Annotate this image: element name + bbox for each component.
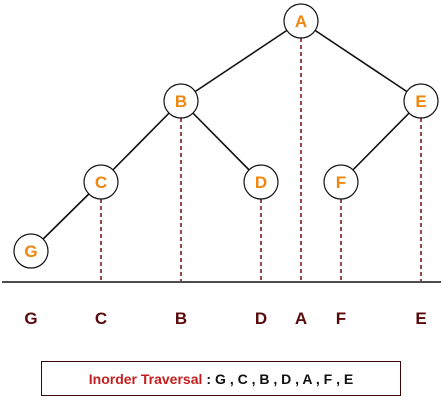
order-label-d: D xyxy=(255,309,267,328)
node-label: F xyxy=(336,173,346,192)
order-label-e: E xyxy=(415,309,426,328)
node-e: E xyxy=(403,83,439,119)
order-label-g: G xyxy=(24,309,37,328)
edge-b-d xyxy=(180,100,262,183)
traversal-caption: Inorder Traversal : G , C , B , D , A , … xyxy=(41,361,401,396)
node-circle xyxy=(243,164,279,200)
projection-lines xyxy=(100,38,422,281)
node-circle xyxy=(83,164,119,200)
node-a: A xyxy=(283,3,319,39)
node-c: C xyxy=(83,164,119,200)
node-label: A xyxy=(295,12,307,31)
node-d: D xyxy=(243,164,279,200)
node-circle xyxy=(163,83,199,119)
node-circle xyxy=(13,233,49,269)
node-label: D xyxy=(255,173,267,192)
node-label: B xyxy=(175,92,187,111)
order-label-c: C xyxy=(95,309,107,328)
edge-e-f xyxy=(340,100,422,183)
node-f: F xyxy=(323,164,359,200)
order-label-a: A xyxy=(295,309,307,328)
order-label-f: F xyxy=(336,309,346,328)
node-circle xyxy=(323,164,359,200)
node-b: B xyxy=(163,83,199,119)
tree-edges xyxy=(30,20,422,252)
edge-b-c xyxy=(100,100,182,183)
node-label: E xyxy=(415,92,426,111)
node-circle xyxy=(283,3,319,39)
order-label-b: B xyxy=(175,309,187,328)
edge-a-e xyxy=(300,20,422,102)
node-g: G xyxy=(13,233,49,269)
caption-label: Inorder Traversal xyxy=(88,370,203,387)
node-label: C xyxy=(95,173,107,192)
edge-a-b xyxy=(180,20,302,102)
node-circle xyxy=(403,83,439,119)
tree-nodes: A B E C D F G xyxy=(13,3,439,269)
node-label: G xyxy=(24,242,37,261)
caption-separator: : xyxy=(206,370,212,387)
caption-sequence: G , C , B , D , A , F , E xyxy=(215,370,354,387)
